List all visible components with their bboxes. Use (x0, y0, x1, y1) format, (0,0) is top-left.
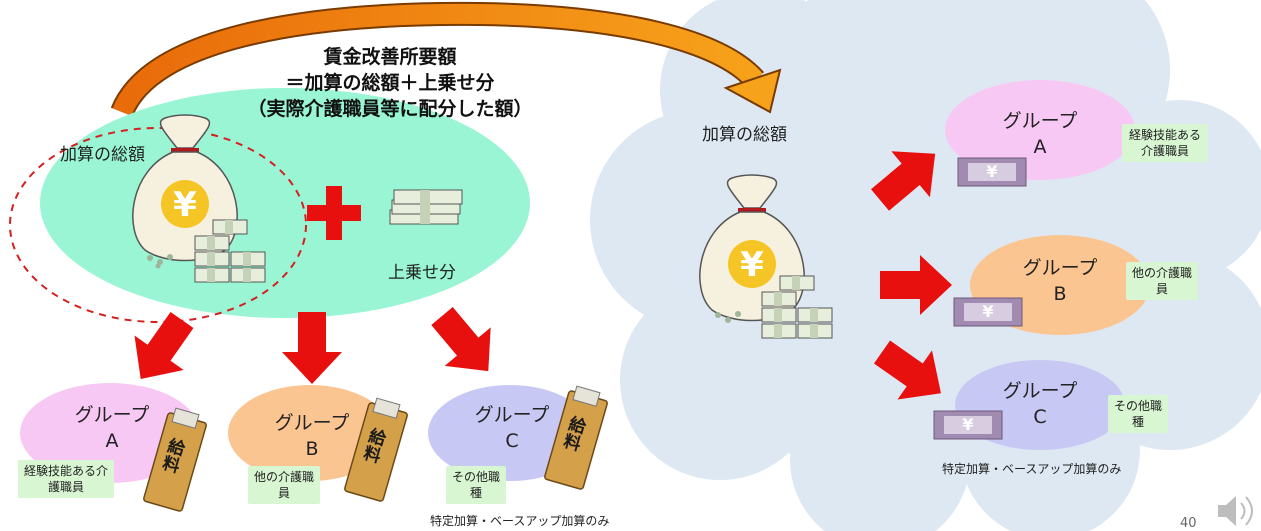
curved-arrow (110, 1, 782, 118)
speaker-icon[interactable] (1218, 496, 1253, 526)
right-note: 特定加算・ベースアップ加算のみ (942, 462, 1122, 476)
total-fund-dashed-circle (9, 127, 307, 323)
group-a-tag: 経験技能ある介護職員 (18, 460, 114, 498)
page-number: 40 (1180, 516, 1197, 531)
group-b-tag-right: 他の介護職員 (1126, 262, 1198, 300)
group-a-tag-right: 経験技能ある介護職員 (1122, 124, 1208, 162)
group-c-tag-right: その他職種 (1108, 395, 1168, 433)
group-b-tag: 他の介護職員 (248, 466, 320, 504)
group-b-label: グループ B (274, 412, 350, 460)
formula-title: 賃金改善所要額 ＝加算の総額＋上乗せ分 （実際介護職員等に配分した額） (190, 44, 590, 122)
yen-symbol-a: ¥ (986, 162, 998, 181)
arrow-to-group-c (419, 296, 512, 391)
title-line-2: ＝加算の総額＋上乗せ分 (285, 72, 495, 94)
group-a-ellipse-right (945, 80, 1135, 180)
yen-symbol-c: ¥ (962, 415, 974, 434)
extra-label: 上乗せ分 (388, 263, 456, 283)
group-b-ellipse (228, 385, 392, 481)
group-a-label: グループ A (74, 404, 150, 452)
coins-icon-right (715, 311, 741, 323)
arrow-to-group-a (116, 302, 207, 397)
title-line-3: （実際介護職員等に配分した額） (247, 98, 533, 120)
group-b-label-right: グループ B (1022, 257, 1098, 305)
yen-symbol-b: ¥ (982, 302, 994, 321)
group-c-tag: その他職種 (446, 466, 506, 504)
right-total-label: 加算の総額 (702, 125, 787, 145)
group-a-label-right: グループ A (1002, 110, 1078, 158)
title-line-1: 賃金改善所要額 (323, 46, 457, 68)
left-note: 特定加算・ベースアップ加算のみ (430, 514, 610, 528)
left-total-label: 加算の総額 (60, 145, 145, 165)
extra-cash-icon (389, 189, 463, 225)
group-c-label-right: グループ C (1002, 380, 1078, 428)
group-c-label: グループ C (474, 404, 550, 452)
arrow-to-group-b (282, 312, 342, 384)
plus-icon (307, 186, 361, 240)
coins-icon (147, 254, 173, 269)
